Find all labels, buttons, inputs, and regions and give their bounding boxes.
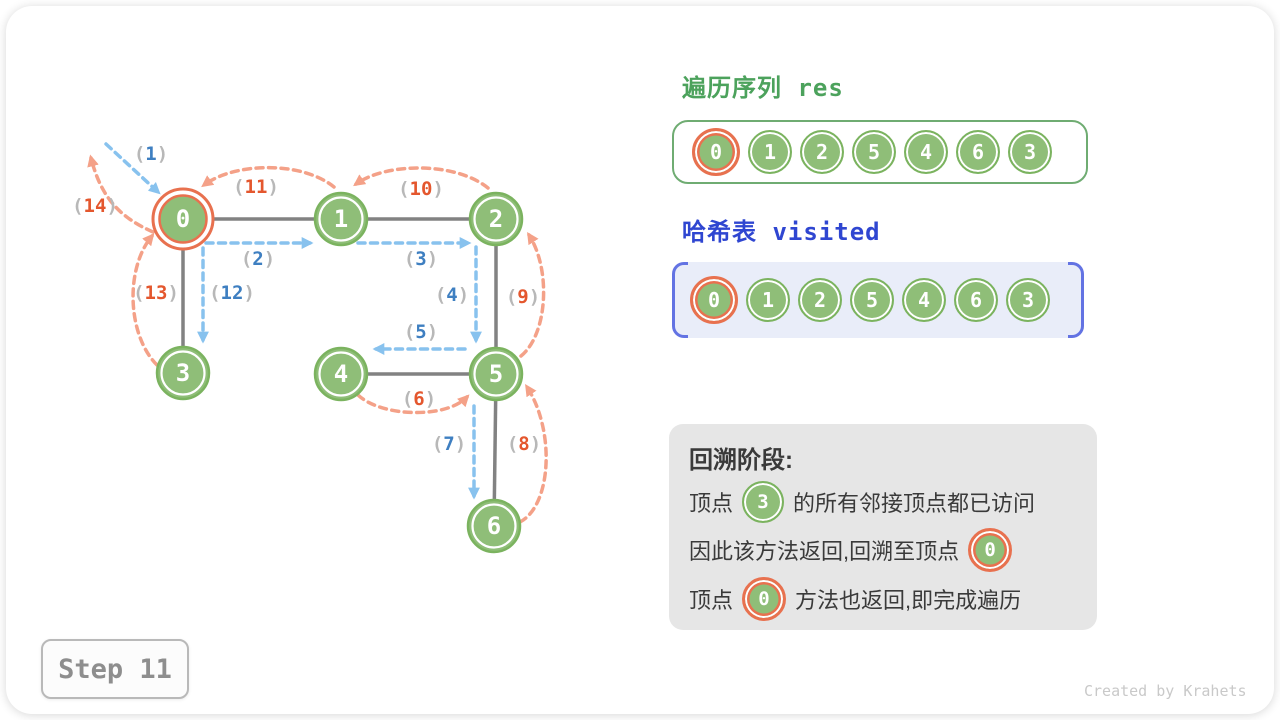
arrow-label-1: (1)	[133, 143, 169, 165]
node-circle-1: 1	[746, 278, 790, 322]
arrow-label-5: (5)	[403, 321, 439, 343]
arrow-label-3: (3)	[403, 248, 439, 270]
traversal-arrow-9	[519, 232, 546, 358]
note-text: 因此该方法返回,回溯至顶点	[689, 539, 960, 564]
traversal-arrow-8	[518, 384, 548, 524]
note-text: 顶点	[689, 588, 734, 613]
note-text: 顶点	[689, 491, 734, 516]
traversal-arrow-10	[353, 166, 490, 190]
arrow-label-6: (6)	[401, 388, 437, 410]
graph-nodes: 0 1 2 3 4 5 6	[151, 187, 524, 554]
graph-node-2: 2	[468, 191, 524, 247]
right-bracket-icon	[1068, 262, 1084, 338]
note-text: 方法也返回,即完成遍历	[795, 588, 1022, 613]
arrow-label-4: (4)	[434, 284, 470, 306]
node-circle-3: 3	[1008, 130, 1052, 174]
node-circle-3: 3	[1006, 278, 1050, 322]
svg-text:2: 2	[489, 205, 503, 233]
graph-node-4: 4	[313, 346, 369, 402]
node-circle-4: 4	[902, 278, 946, 322]
watermark: Created by Krahets	[1084, 682, 1247, 700]
traversal-arrow-14	[87, 154, 155, 234]
step-label: Step 11	[58, 653, 172, 685]
arrow-label-2: (2)	[240, 248, 276, 270]
traversal-arrow-1	[104, 142, 161, 195]
node-circle-0: 0	[742, 577, 787, 621]
arrow-label-11: (11)	[233, 176, 279, 198]
node-circle-5: 5	[852, 130, 896, 174]
node-circle-5: 5	[850, 278, 894, 322]
svg-text:4: 4	[334, 360, 348, 388]
traversal-arrows	[87, 142, 548, 524]
step-badge: Step 11	[41, 639, 189, 699]
svg-text:3: 3	[176, 359, 190, 387]
node-circle-2: 2	[800, 130, 844, 174]
arrow-label-12: (12)	[209, 282, 255, 304]
res-panel-title: 遍历序列 res	[682, 74, 844, 102]
arrow-label-8: (8)	[506, 433, 542, 455]
graph-node-5: 5	[468, 346, 524, 402]
arrow-label-13: (13)	[133, 282, 179, 304]
note-box: 回溯阶段: 顶点 3 的所有邻接顶点都已访问因此该方法返回,回溯至顶点 0 顶点 0 方法也…	[669, 424, 1097, 630]
arrow-label-7: (7)	[431, 433, 467, 455]
svg-text:0: 0	[176, 205, 190, 233]
svg-text:6: 6	[487, 512, 501, 540]
arrow-label-14: (14)	[72, 195, 118, 217]
note-line-2: 因此该方法返回,回溯至顶点 0	[689, 528, 1077, 572]
graph-node-6: 6	[466, 498, 522, 554]
node-circle-4: 4	[904, 130, 948, 174]
note-text: 的所有邻接顶点都已访问	[793, 491, 1036, 516]
note-title: 回溯阶段:	[689, 447, 793, 474]
left-bracket-icon	[672, 262, 688, 338]
note-line-1: 顶点 3 的所有邻接顶点都已访问	[689, 481, 1077, 523]
node-circle-1: 1	[748, 130, 792, 174]
node-circle-0: 0	[968, 528, 1013, 572]
node-circle-3: 3	[742, 481, 785, 523]
graph-node-3: 3	[155, 345, 211, 401]
traversal-arrow-6	[356, 393, 470, 415]
note-line-3: 顶点 0 方法也返回,即完成遍历	[689, 577, 1077, 621]
node-circle-6: 6	[956, 130, 1000, 174]
svg-text:5: 5	[489, 360, 503, 388]
visited-panel-title: 哈希表 visited	[682, 218, 881, 246]
node-circle-0: 0	[692, 128, 740, 176]
arrow-label-9: (9)	[505, 286, 541, 308]
note-lines: 顶点 3 的所有邻接顶点都已访问因此该方法返回,回溯至顶点 0 顶点 0 方法也返回,即完成…	[689, 481, 1077, 621]
node-circle-6: 6	[954, 278, 998, 322]
arrow-label-10: (10)	[398, 178, 444, 200]
node-circle-2: 2	[798, 278, 842, 322]
graph-canvas: 0 1 2 3 4 5 6	[87, 142, 548, 554]
node-circle-0: 0	[690, 276, 738, 324]
svg-text:1: 1	[334, 205, 348, 233]
traversal-arrow-13	[131, 233, 159, 367]
graph-node-0: 0	[151, 187, 215, 251]
graph-node-1: 1	[313, 191, 369, 247]
traversal-arrow-11	[201, 165, 336, 189]
